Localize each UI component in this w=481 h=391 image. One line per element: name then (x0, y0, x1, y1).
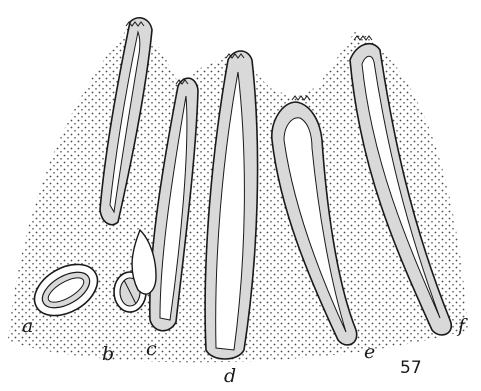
label-b: b (102, 343, 114, 365)
figure-number: 57 (400, 358, 422, 378)
label-a: a (22, 315, 33, 337)
label-c: c (146, 338, 157, 360)
label-e: e (364, 341, 375, 363)
label-d: d (224, 365, 236, 387)
